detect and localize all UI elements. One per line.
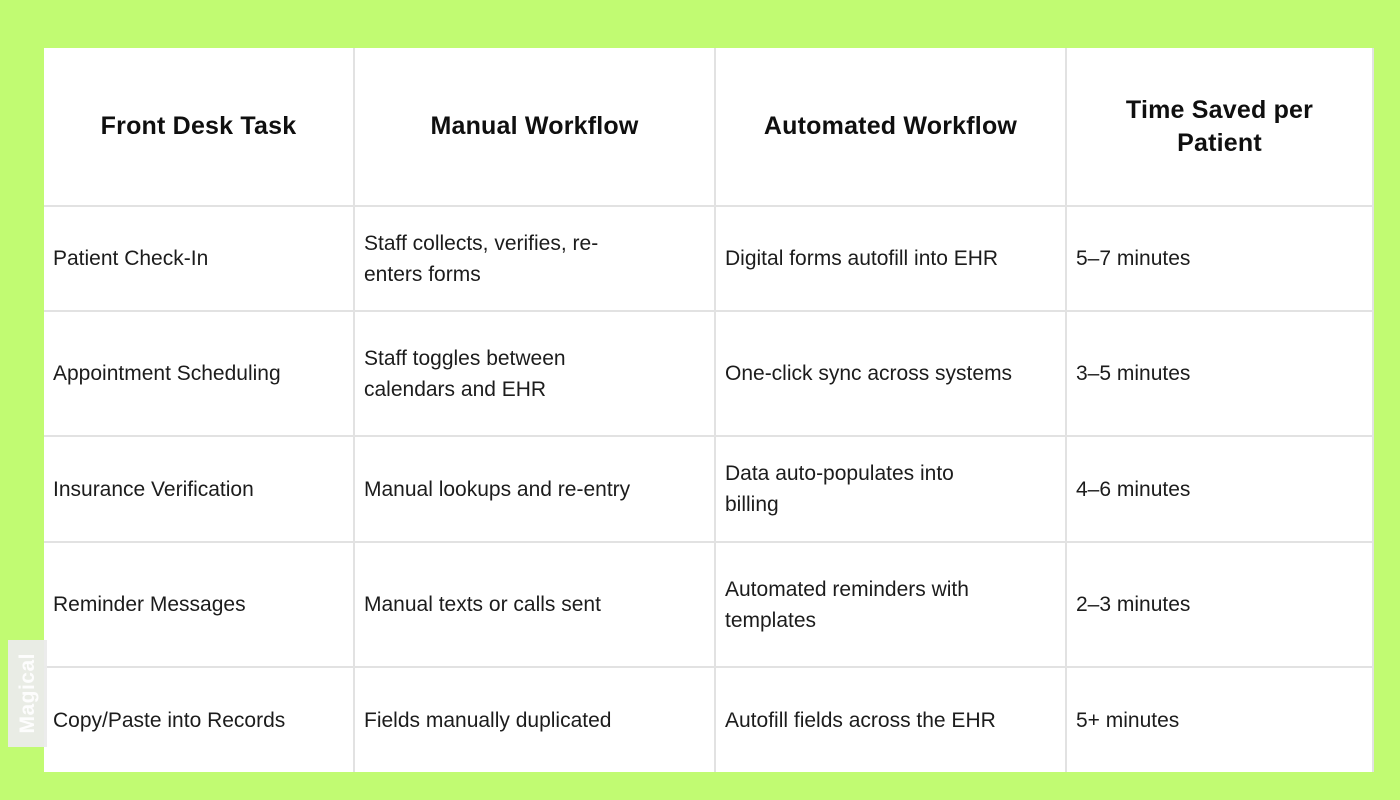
column-header-automated-workflow: Automated Workflow bbox=[716, 48, 1067, 207]
row3-task-cell: Insurance Verification bbox=[44, 437, 355, 543]
row2-task-cell: Appointment Scheduling bbox=[44, 312, 355, 437]
row5-manual-cell: Fields manually duplicated bbox=[355, 668, 716, 772]
row2-time-saved-cell: 3–5 minutes bbox=[1067, 312, 1374, 437]
row3-manual-cell: Manual lookups and re-entry bbox=[355, 437, 716, 543]
column-header-front-desk-task: Front Desk Task bbox=[44, 48, 355, 207]
row4-time-saved-cell: 2–3 minutes bbox=[1067, 543, 1374, 668]
row1-manual-cell: Staff collects, verifies, re- enters for… bbox=[355, 207, 716, 312]
row2-automated-cell: One-click sync across systems bbox=[716, 312, 1067, 437]
magical-watermark-label: Magical bbox=[15, 653, 39, 734]
row5-time-saved-cell: 5+ minutes bbox=[1067, 668, 1374, 772]
magical-watermark: Magical bbox=[8, 640, 47, 747]
row2-manual-cell: Staff toggles between calendars and EHR bbox=[355, 312, 716, 437]
row3-time-saved-cell: 4–6 minutes bbox=[1067, 437, 1374, 543]
row5-task-cell: Copy/Paste into Records bbox=[44, 668, 355, 772]
workflow-comparison-table: Front Desk Task Manual Workflow Automate… bbox=[44, 48, 1374, 772]
row1-task-cell: Patient Check-In bbox=[44, 207, 355, 312]
row1-automated-cell: Digital forms autofill into EHR bbox=[716, 207, 1067, 312]
row4-automated-cell: Automated reminders with templates bbox=[716, 543, 1067, 668]
row1-time-saved-cell: 5–7 minutes bbox=[1067, 207, 1374, 312]
column-header-time-saved: Time Saved per Patient bbox=[1067, 48, 1374, 207]
row4-task-cell: Reminder Messages bbox=[44, 543, 355, 668]
row5-automated-cell: Autofill fields across the EHR bbox=[716, 668, 1067, 772]
row4-manual-cell: Manual texts or calls sent bbox=[355, 543, 716, 668]
column-header-manual-workflow: Manual Workflow bbox=[355, 48, 716, 207]
row3-automated-cell: Data auto-populates into billing bbox=[716, 437, 1067, 543]
